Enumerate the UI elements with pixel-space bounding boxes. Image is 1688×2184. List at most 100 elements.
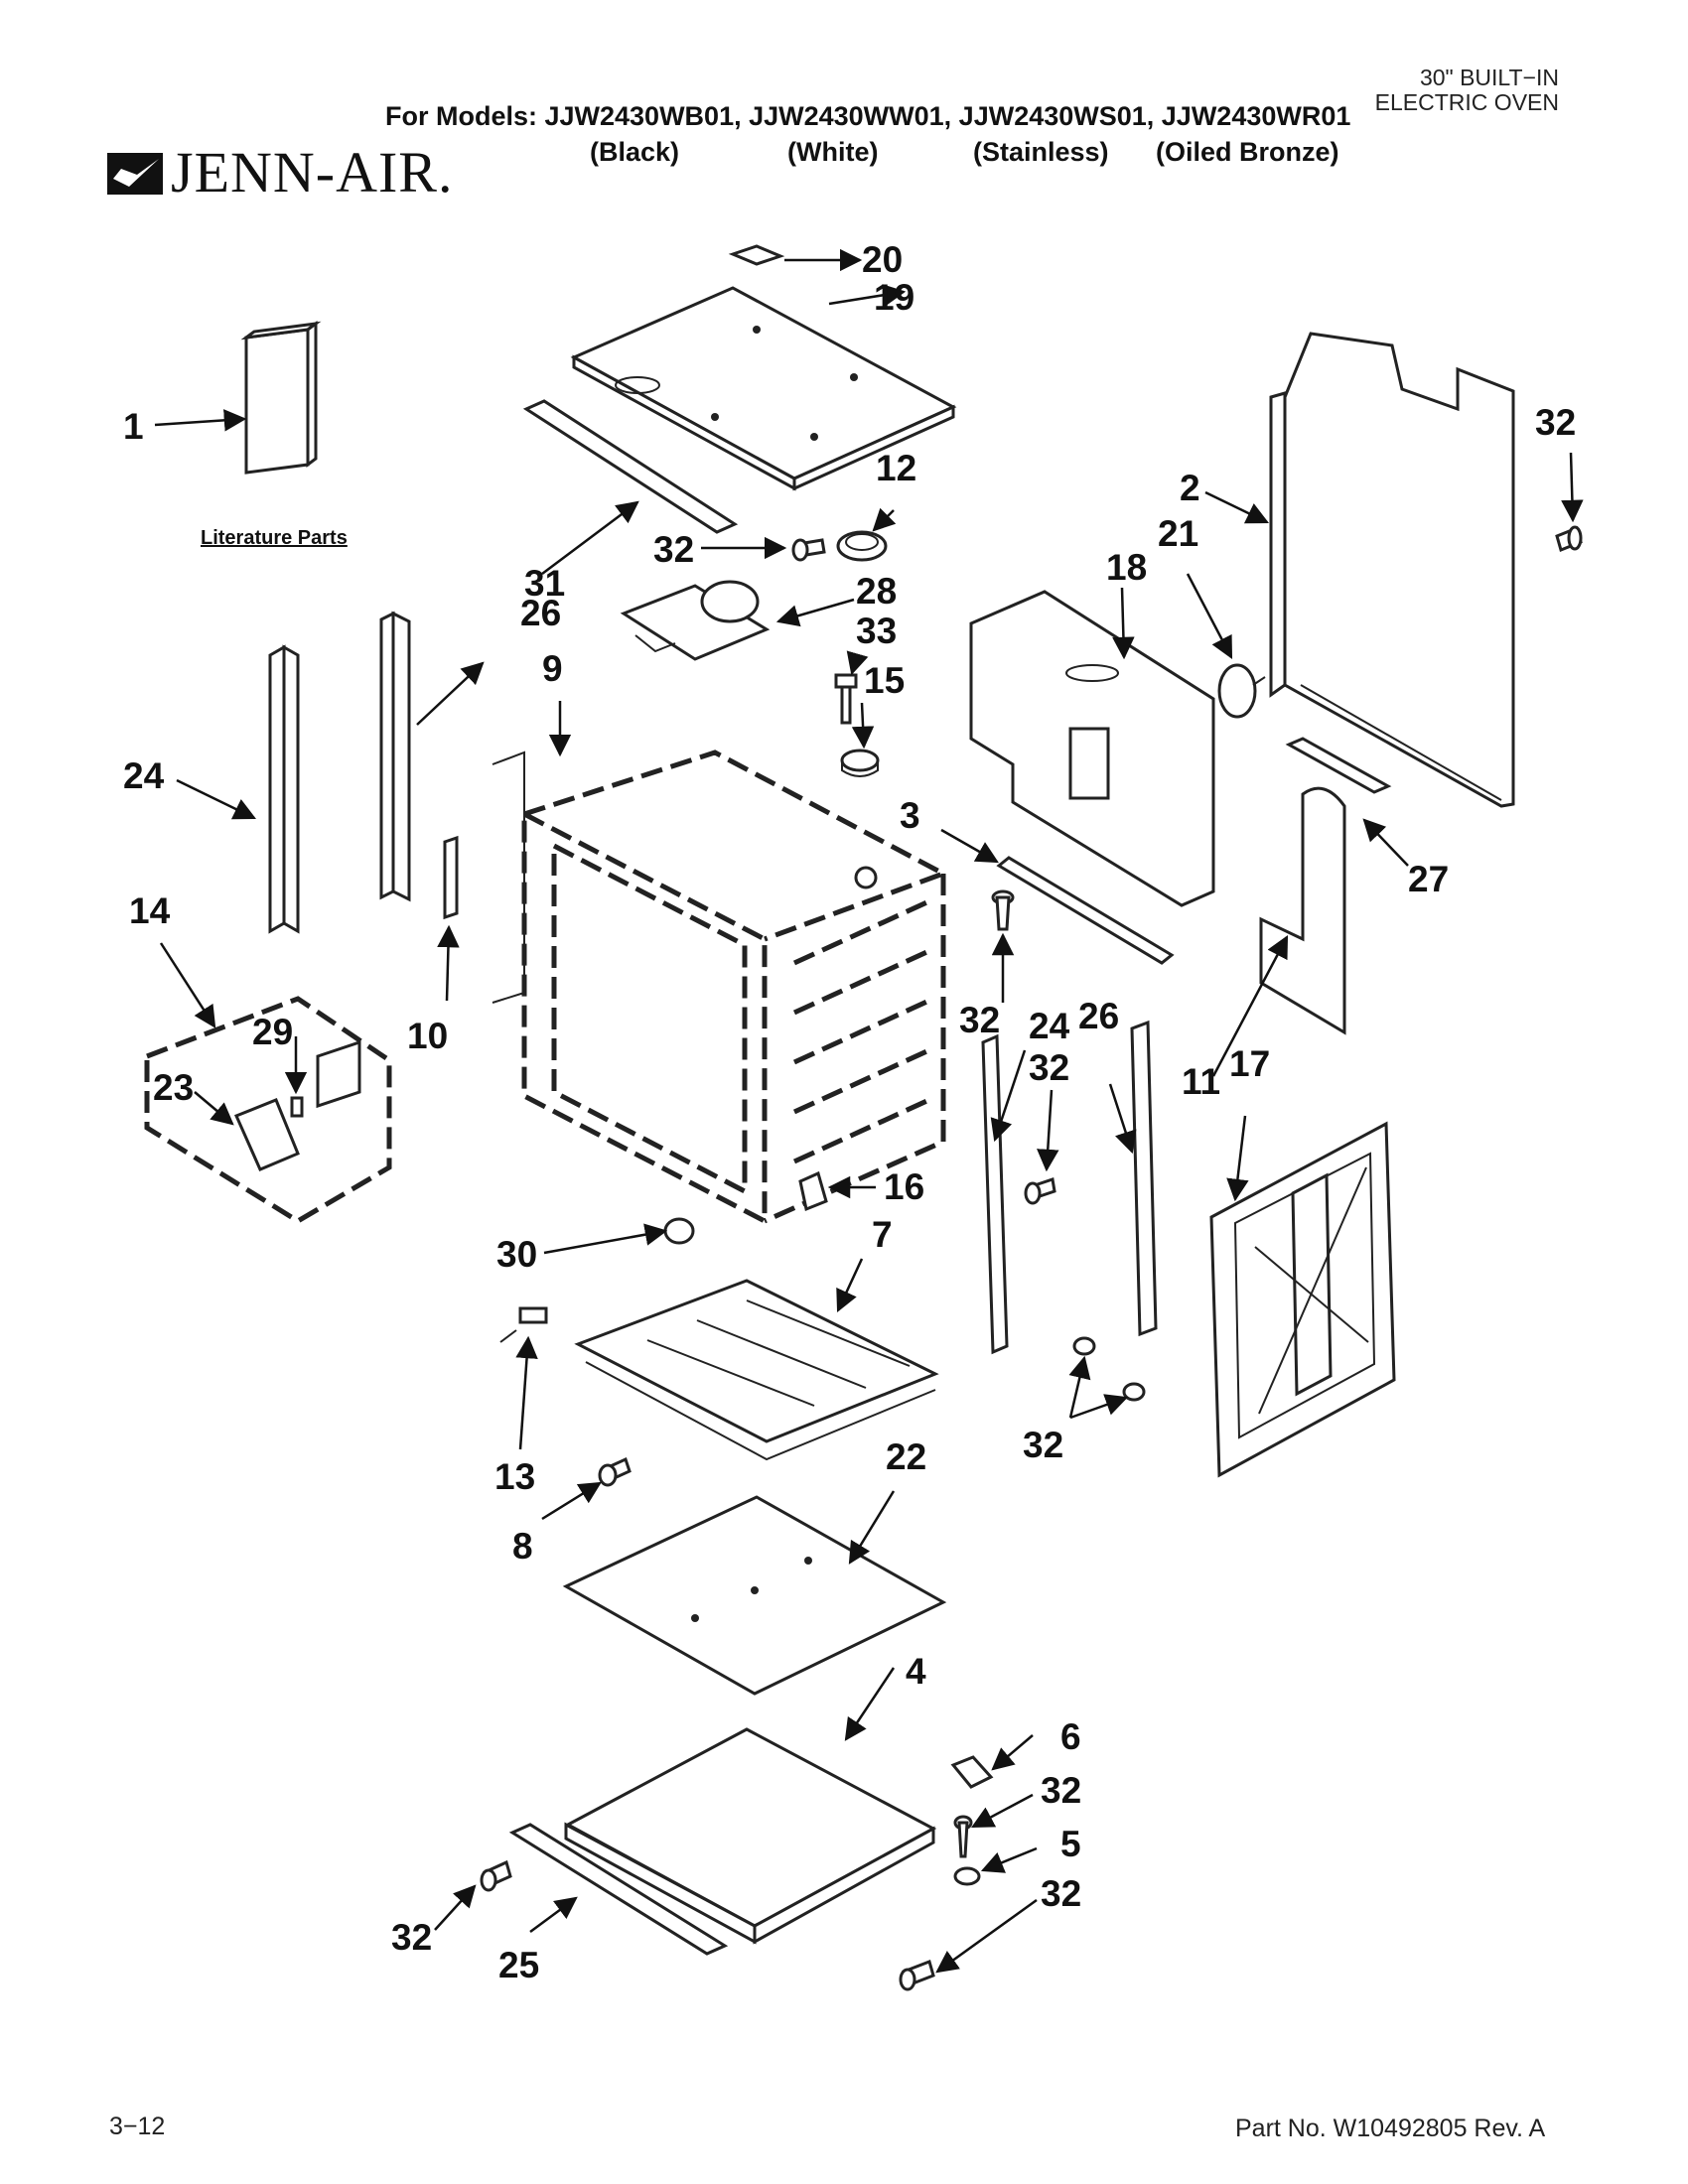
- brand-wordmark: JENN-AIR.: [171, 140, 454, 205]
- callout-33: 33: [856, 611, 897, 651]
- callout-32-bracket-6: 32: [1041, 1770, 1081, 1811]
- callout-23: 23: [153, 1067, 194, 1108]
- clip-part-30: [663, 1217, 695, 1245]
- callout-31: 31: [524, 563, 565, 604]
- screw-part-32-base-left: [480, 1859, 512, 1892]
- callout-16: 16: [884, 1166, 924, 1207]
- finish-white: (White): [787, 137, 879, 167]
- callout-32-frame: 32: [1023, 1425, 1063, 1465]
- front-rail-part-25: [508, 1823, 729, 1956]
- callout-24-right: 24: [1029, 1006, 1070, 1046]
- screw-part-32-rail: [1024, 1177, 1056, 1205]
- lens-part-23: [233, 1098, 300, 1171]
- screw-part-32-bracket: [991, 889, 1015, 931]
- callout-6: 6: [1060, 1716, 1081, 1757]
- screw-part-32-base-right: [899, 1960, 935, 1991]
- screw-part-32-fan: [791, 538, 826, 562]
- callout-32-wrap: 32: [1535, 402, 1576, 443]
- strip-part-27: [1285, 737, 1392, 794]
- side-rail-part-24-left: [268, 644, 300, 934]
- callout-11: 11: [1182, 1061, 1220, 1102]
- callout-21: 21: [1158, 513, 1198, 554]
- screw-part-32-wrap: [1555, 525, 1583, 553]
- callout-18: 18: [1106, 547, 1147, 588]
- screw-part-32-frame-a: [1072, 1336, 1096, 1356]
- outer-wrap-part-2: [1269, 332, 1515, 808]
- callout-28: 28: [856, 571, 897, 612]
- fan-grille-part-12: [836, 530, 888, 562]
- page-number: 3−12: [109, 2113, 166, 2140]
- switch-part-21: [1217, 663, 1266, 719]
- sensor-part-13: [499, 1306, 548, 1343]
- callout-25: 25: [498, 1945, 539, 1985]
- rear-panel-part-18: [969, 590, 1215, 907]
- callout-32-base-right: 32: [1041, 1873, 1081, 1914]
- callout-4: 4: [906, 1651, 926, 1692]
- screw-part-32-bracket-6: [953, 1815, 973, 1858]
- callout-5: 5: [1060, 1824, 1081, 1864]
- side-rail-part-26-right: [1130, 1020, 1158, 1337]
- side-rail-part-24-right: [981, 1033, 1009, 1355]
- housing-part-14: [316, 1039, 361, 1109]
- callout-24-left: 24: [123, 755, 165, 796]
- bottom-pan-part-7: [574, 1279, 939, 1461]
- door-frame-part-17: [1209, 1121, 1396, 1478]
- callout-32-bracket: 32: [959, 1000, 1000, 1040]
- brand-logo-icon: [107, 149, 169, 199]
- callout-27: 27: [1408, 859, 1449, 899]
- vent-rail-part-31: [522, 399, 739, 534]
- callout-15: 15: [864, 660, 905, 701]
- callout-8: 8: [512, 1526, 533, 1567]
- base-part-4: [564, 1727, 937, 1945]
- callout-13: 13: [494, 1456, 535, 1497]
- callout-1: 1: [123, 406, 144, 447]
- literature-booklet-part: [240, 321, 322, 475]
- callout-30: 30: [496, 1234, 537, 1275]
- light-assembly-part-14: [144, 996, 392, 1224]
- document-type: 30" BUILT−IN ELECTRIC OVEN: [1281, 66, 1559, 115]
- bulb-part-29: [290, 1096, 304, 1118]
- screw-part-8: [598, 1456, 632, 1487]
- duct-part-11: [1259, 786, 1346, 1035]
- callout-20: 20: [862, 239, 903, 280]
- callout-3: 3: [900, 795, 920, 836]
- callout-32-fan: 32: [653, 529, 694, 570]
- screw-part-32-frame-b: [1122, 1382, 1146, 1402]
- strip-part-10: [443, 835, 459, 920]
- finish-stainless: (Stainless): [973, 137, 1109, 167]
- callout-19: 19: [874, 277, 914, 318]
- callout-26-right: 26: [1078, 996, 1119, 1036]
- washer-part-5: [953, 1866, 981, 1886]
- callout-32-base-left: 32: [391, 1917, 432, 1958]
- callout-12: 12: [876, 448, 916, 488]
- doc-type-line1: 30" BUILT−IN: [1419, 65, 1559, 90]
- callout-9: 9: [542, 648, 563, 689]
- bottom-plate-part-22: [562, 1495, 947, 1696]
- finish-oiled-bronze: (Oiled Bronze): [1156, 137, 1339, 167]
- callout-2: 2: [1180, 468, 1200, 508]
- callout-29: 29: [252, 1012, 293, 1052]
- label-part-20: [728, 244, 785, 266]
- callout-32-rail: 32: [1029, 1047, 1069, 1088]
- models-line: For Models: JJW2430WB01, JJW2430WW01, JJ…: [385, 101, 1351, 131]
- callout-26-left: 26: [520, 593, 561, 633]
- bracket-part-15: [840, 749, 880, 777]
- side-rail-part-26-left: [379, 611, 411, 902]
- literature-parts-label: Literature Parts: [201, 527, 348, 549]
- callout-14: 14: [129, 890, 171, 931]
- bracket-part-3: [996, 856, 1175, 965]
- callout-7: 7: [872, 1214, 893, 1255]
- callout-17: 17: [1229, 1043, 1270, 1084]
- bracket-part-6: [950, 1755, 994, 1789]
- callout-22: 22: [886, 1436, 926, 1477]
- clip-part-16: [798, 1170, 828, 1212]
- blower-motor-part-28: [620, 580, 771, 661]
- callout-10: 10: [407, 1016, 448, 1056]
- screw-part-33: [834, 673, 858, 725]
- top-panel-part-19: [570, 286, 957, 491]
- part-number: Part No. W10492805 Rev. A: [1235, 2115, 1546, 2142]
- oven-cavity-part-9: [492, 750, 950, 1226]
- doc-type-line2: ELECTRIC OVEN: [1374, 89, 1559, 115]
- finish-black: (Black): [590, 137, 680, 167]
